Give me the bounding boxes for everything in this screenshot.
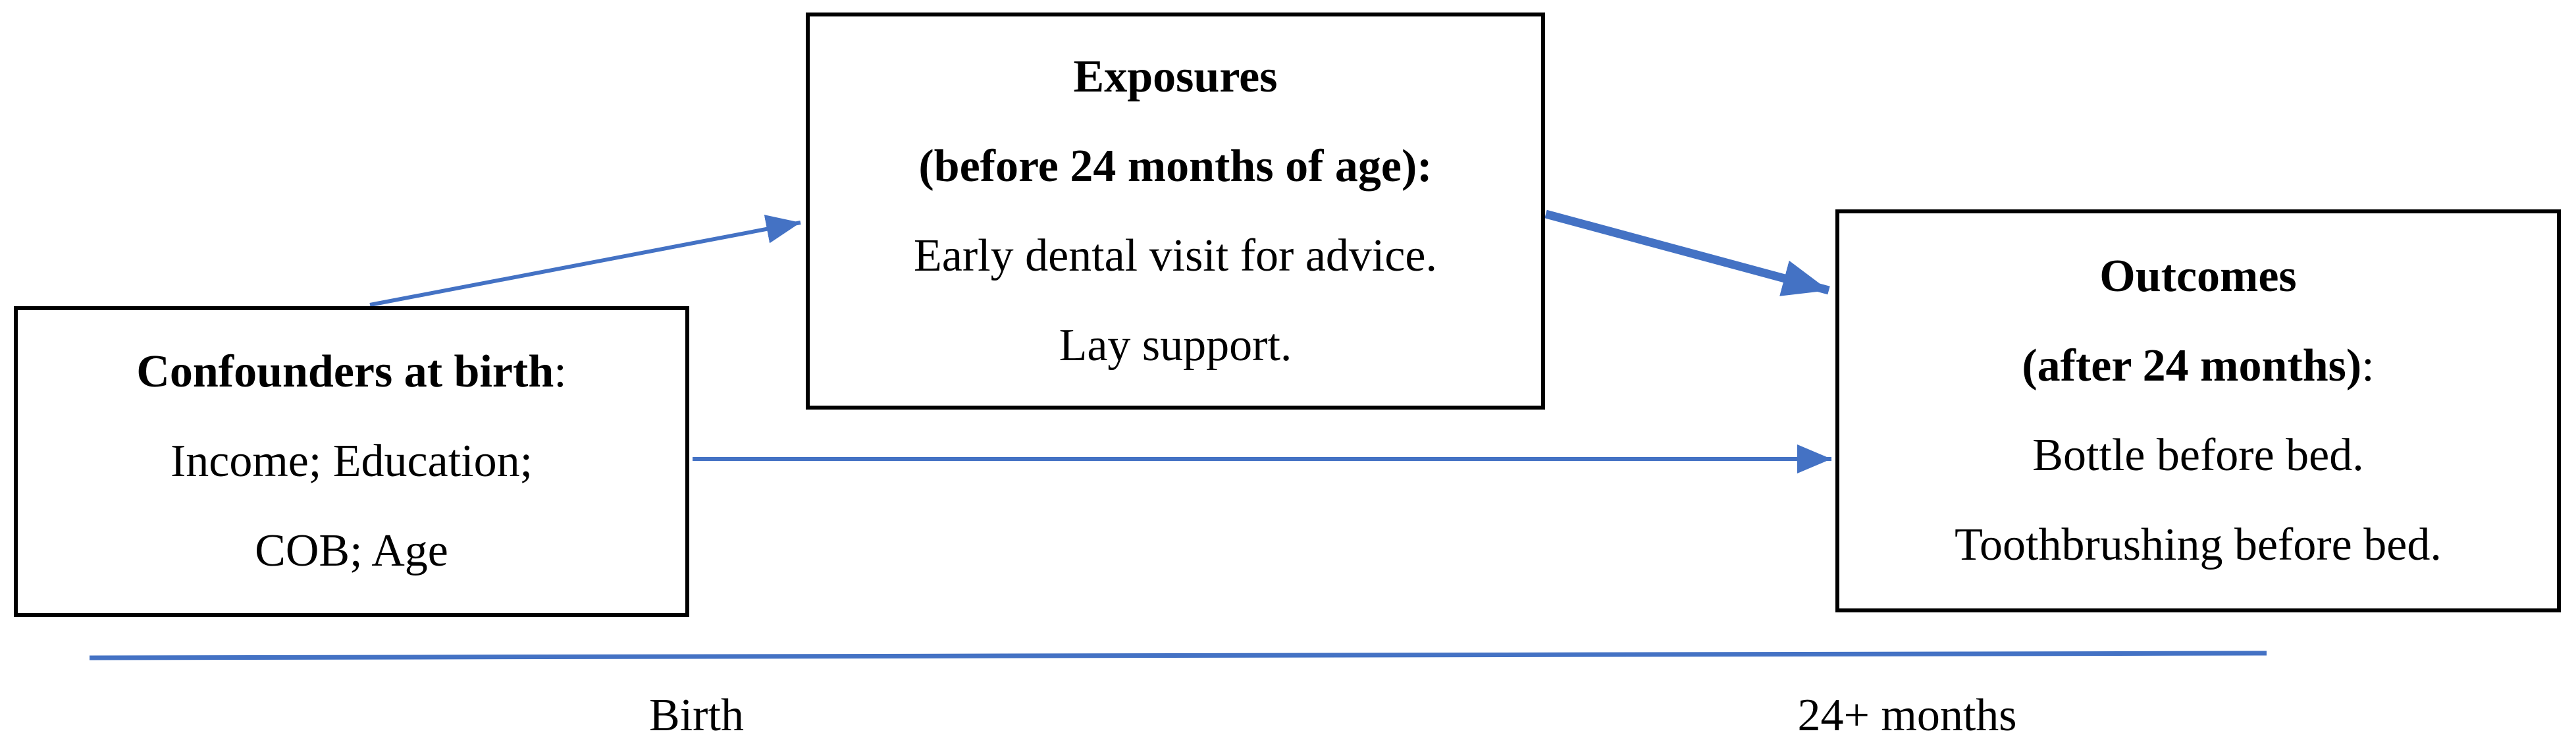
arrow-exposures-to-outcomes (1544, 209, 1830, 296)
confounders-item: COB; Age (255, 525, 448, 576)
timeline-label-24-months: 24+ months (1797, 690, 2017, 741)
timeline-label-birth: Birth (649, 690, 744, 741)
confounders-item: Income; Education; (170, 436, 533, 487)
exposures-item: Early dental visit for advice. (914, 230, 1437, 281)
exposures-title: Exposures (1073, 51, 1278, 102)
box-confounders: Confounders at birth: Income; Education;… (14, 306, 689, 617)
outcomes-subtitle: (after 24 months): (2022, 340, 2375, 391)
outcomes-item: Toothbrushing before bed. (1955, 520, 2442, 570)
exposures-item: Lay support. (1059, 319, 1292, 371)
outcomes-item: Bottle before bed. (2032, 430, 2364, 481)
arrow-confounders-to-exposures (369, 215, 801, 307)
box-outcomes: Outcomes (after 24 months): Bottle befor… (1835, 209, 2561, 612)
box-exposures: Exposures (before 24 months of age): Ear… (806, 13, 1545, 410)
exposures-subtitle: (before 24 months of age): (918, 140, 1433, 192)
outcomes-title: Outcomes (2099, 251, 2297, 302)
timeline-line (89, 651, 2267, 660)
confounders-title: Confounders at birth: (136, 346, 567, 397)
